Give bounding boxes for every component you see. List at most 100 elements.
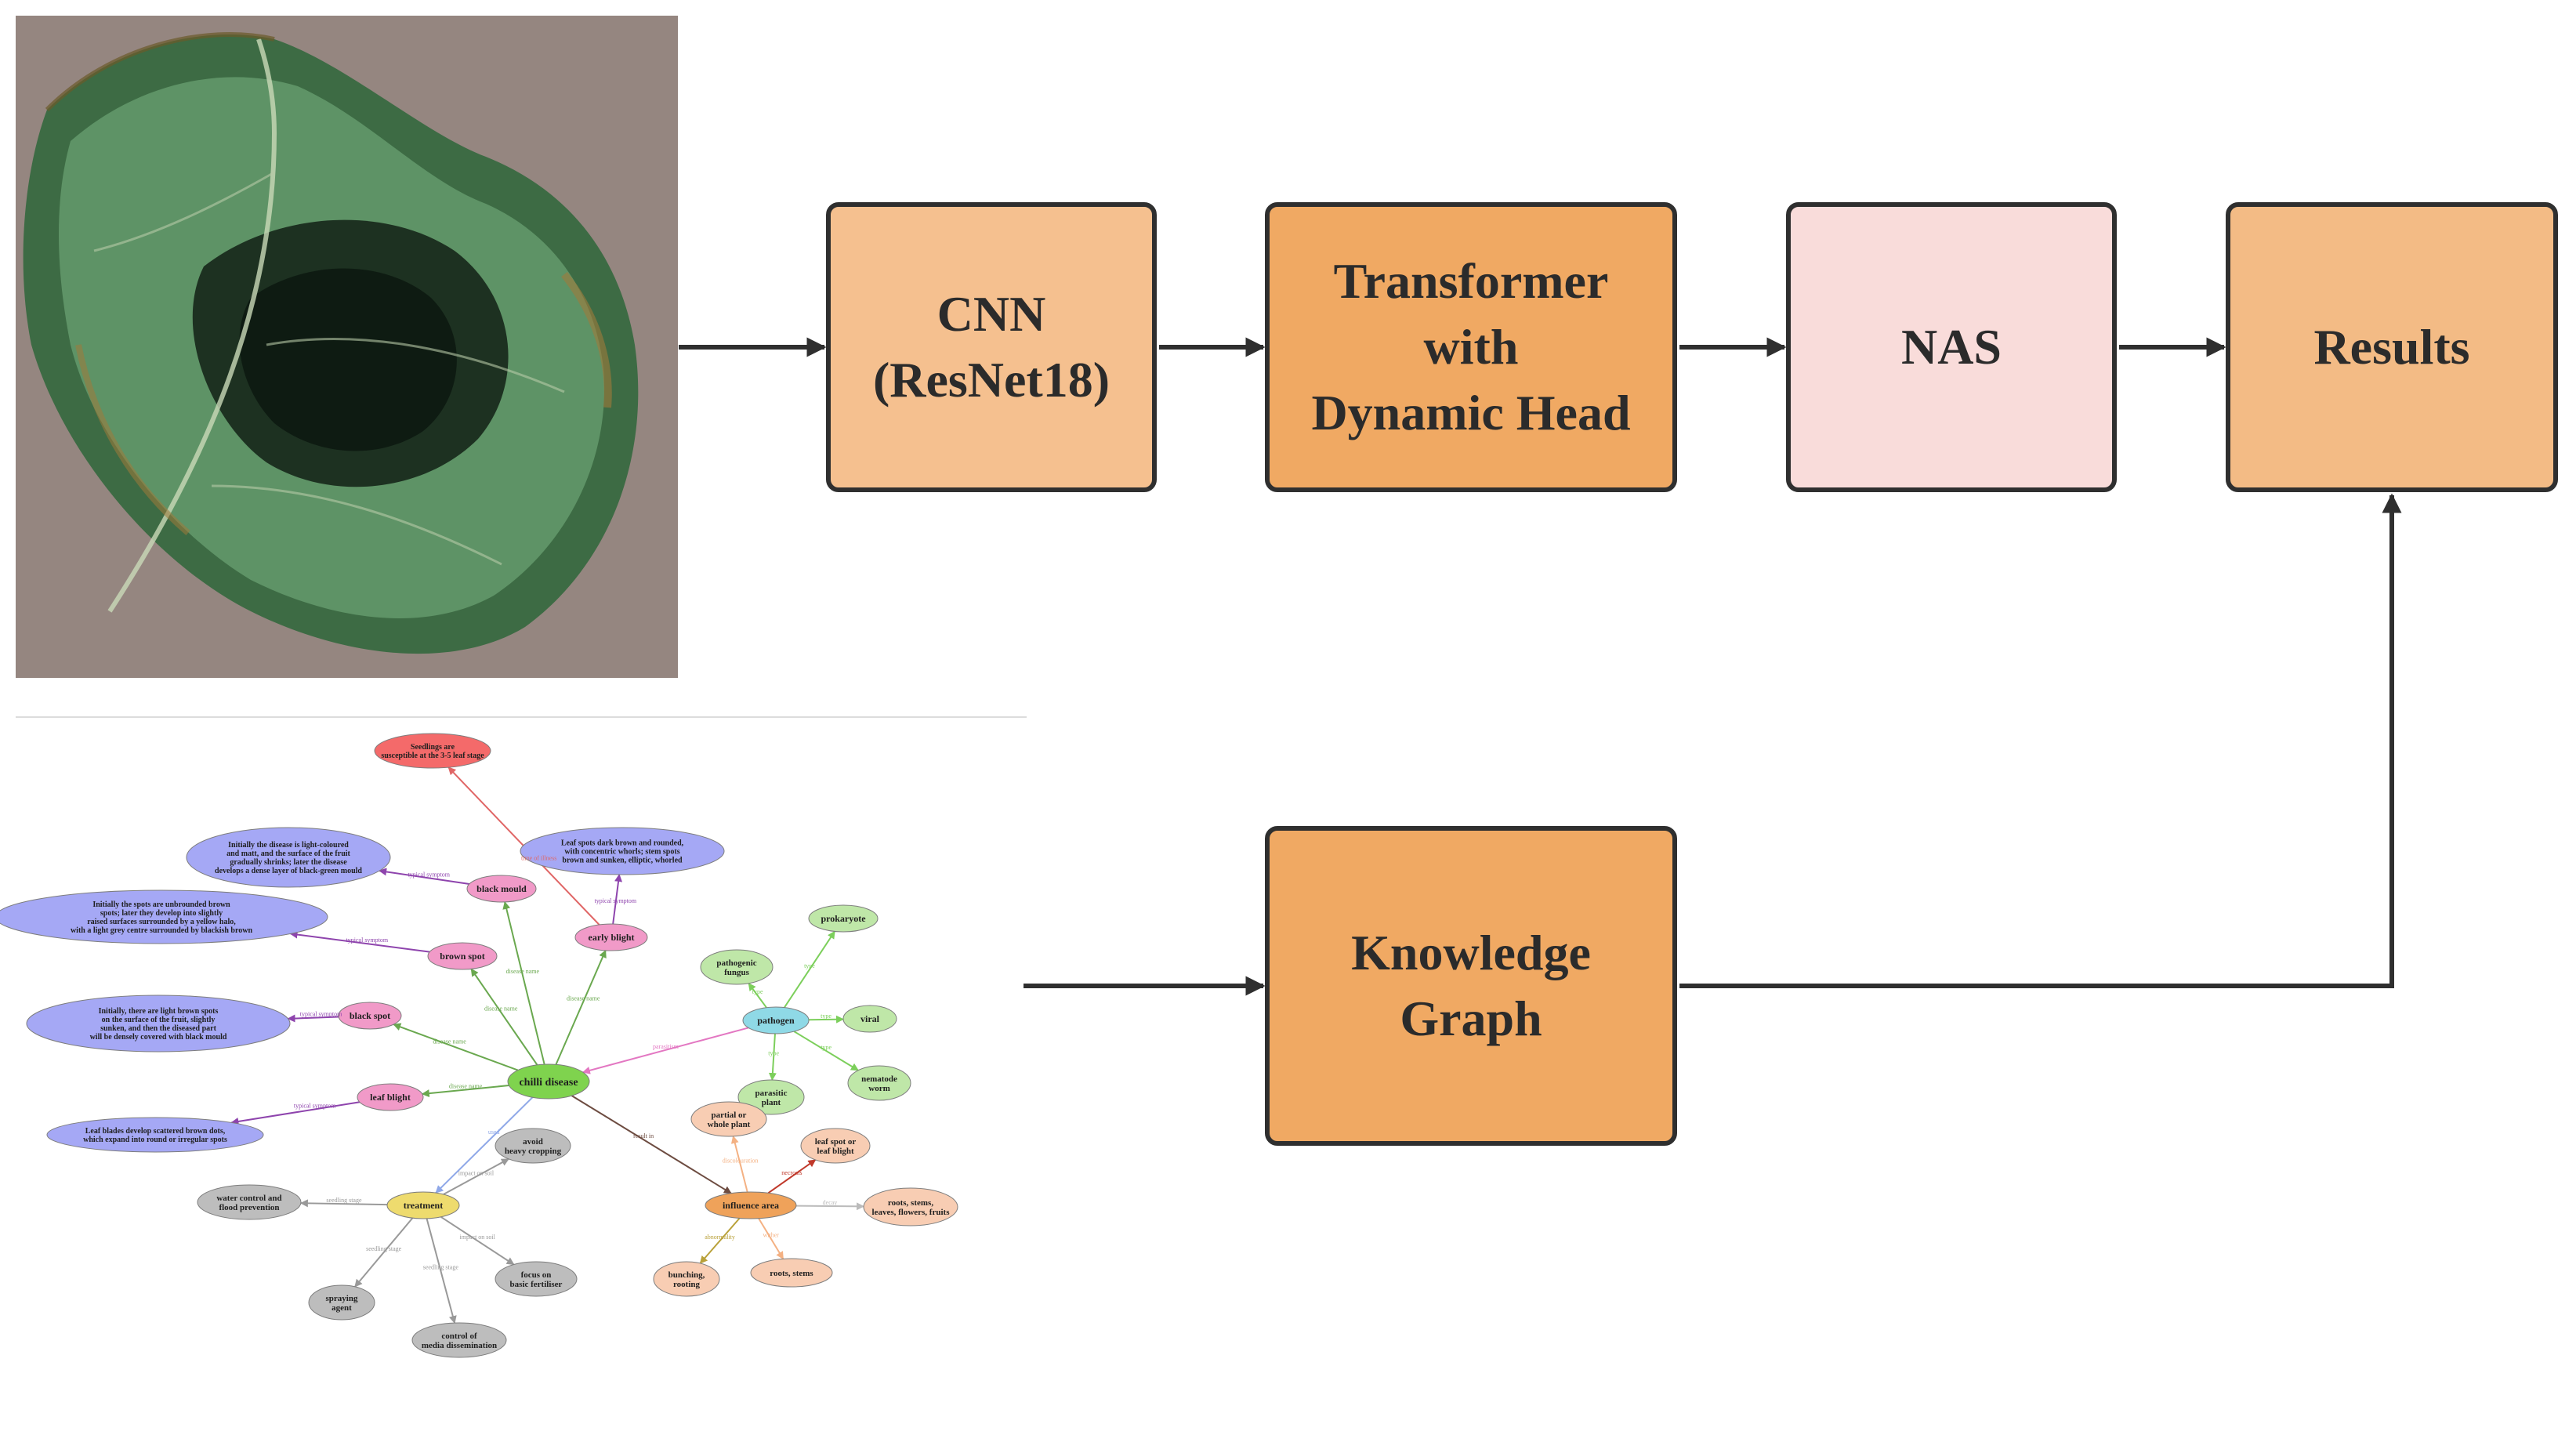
- kg-node-label: black spot: [350, 1010, 390, 1021]
- kg-edge-chilli-brown_spot: [470, 968, 538, 1066]
- kg-edge-label: result in: [633, 1132, 654, 1139]
- kg-node-label: leaf blight: [370, 1092, 411, 1103]
- kg-node-shape: [427, 942, 498, 970]
- kg-edge-chilli-treatment: [435, 1096, 534, 1194]
- kg-edge-influence-roots_stems_leaves: [795, 1202, 865, 1211]
- kg-edge-label: typical symptom: [595, 897, 637, 904]
- kg-edge-chilli-black_spot: [393, 1023, 519, 1071]
- kg-edge-label: typical symptom: [408, 871, 450, 878]
- kg-node-shape: [690, 1101, 767, 1137]
- kg-node-label: roots, stems: [770, 1269, 813, 1278]
- kg-edge-pathogen-pathogenic_fungus: [748, 982, 767, 1009]
- kg-edge-label: discolouration: [723, 1157, 759, 1164]
- kg-node-shape: [197, 1184, 302, 1220]
- kg-edge-label: abnormality: [705, 1234, 735, 1241]
- kg-node-label: brown spot: [440, 951, 484, 962]
- kg-edge-label: seedling stage: [423, 1264, 459, 1271]
- kg-edge-black_mould-black_mould_desc: [379, 868, 470, 885]
- kg-node-label: bunching,rooting: [668, 1270, 705, 1289]
- knowledge-graph-box: Knowledge Graph: [1265, 826, 1677, 1146]
- kg-edge-label: disease name: [484, 1005, 518, 1013]
- kg-node-label: treatment: [404, 1200, 443, 1211]
- kg-node-shape: [737, 1079, 805, 1115]
- kg-edge-early_blight-early_blight_desc: [612, 873, 623, 925]
- kg-edge-label: parasitism: [653, 1043, 679, 1050]
- kg-edge-chilli-leaf_blight: [421, 1085, 509, 1098]
- arrow-kg-to-results: [1679, 493, 2402, 988]
- transformer-label: Transformer with Dynamic Head: [1311, 253, 1631, 440]
- kg-node-shape: [495, 1128, 571, 1164]
- kg-edge-leaf_blight-leaf_blight_desc: [230, 1101, 360, 1125]
- results-label: Results: [2313, 319, 2470, 375]
- kg-node-treatment: treatment: [386, 1191, 460, 1219]
- kg-node-brown-spot-desc: Initially the spots are unbrounded brown…: [0, 889, 328, 944]
- kg-edge-label: type: [821, 1044, 831, 1051]
- kg-node-label: pathogen: [757, 1015, 795, 1026]
- kg-edge-label: type: [752, 988, 763, 995]
- kg-node-shape: [705, 1191, 797, 1219]
- kg-edge-brown_spot-brown_spot_desc: [289, 930, 430, 953]
- kg-edge-pathogen-prokaryote: [784, 930, 835, 1009]
- kg-edge-label: impact on soil: [460, 1234, 496, 1241]
- kg-edge-label: seedling stage: [366, 1245, 402, 1252]
- kg-node-influence: influence area: [705, 1191, 797, 1219]
- kg-node-shape: [653, 1261, 720, 1297]
- transformer-dynamic-head-box: Transformer with Dynamic Head: [1265, 202, 1677, 492]
- kg-node-shape: [800, 1128, 871, 1164]
- kg-node-leaf-blight-desc: Leaf blades develop scattered brown dots…: [46, 1117, 264, 1153]
- kg-node-viral: viral: [842, 1005, 897, 1033]
- kg-edge-treatment-avoid_cropping: [443, 1158, 509, 1195]
- kg-node-roots-stems: roots, stems: [750, 1258, 833, 1288]
- kg-node-bunching: bunching,rooting: [653, 1261, 720, 1297]
- kg-edge-label: decay: [823, 1199, 838, 1206]
- kg-node-label: roots, stems,leaves, flowers, fruits: [872, 1198, 951, 1217]
- kg-node-prokaryote: prokaryote: [808, 904, 879, 933]
- kg-node-roots-stems-leaves: roots, stems,leaves, flowers, fruits: [863, 1187, 958, 1226]
- kg-edge-label: disease name: [433, 1038, 466, 1045]
- kg-edge-treatment-spraying: [354, 1217, 414, 1288]
- kg-node-shape: [750, 1258, 833, 1288]
- kg-node-label: prokaryote: [821, 913, 866, 924]
- kg-node-shape: [495, 1261, 578, 1297]
- kg-node-shape: [386, 1191, 460, 1219]
- results-box: Results: [2226, 202, 2558, 492]
- kg-node-brown-spot: brown spot: [427, 942, 498, 970]
- kg-edge-label: type: [768, 1050, 779, 1057]
- kg-edge-label: wither: [763, 1232, 780, 1239]
- nas-box: NAS: [1786, 202, 2117, 492]
- kg-edge-influence-roots_stems: [758, 1218, 784, 1260]
- kg-node-label: influence area: [723, 1200, 779, 1211]
- kg-edge-treatment-water_control: [299, 1199, 388, 1208]
- kg-edge-label: used: [488, 1129, 500, 1136]
- kg-edge-label: typical symptom: [294, 1102, 336, 1109]
- kg-node-shape: [847, 1065, 911, 1101]
- kg-node-label: viral: [860, 1013, 880, 1024]
- kg-edge-chilli-black_mould: [502, 900, 545, 1065]
- kg-edge-influence-partial_plant: [730, 1135, 748, 1193]
- kg-node-shape: [0, 889, 328, 944]
- kg-node-shape: [26, 995, 291, 1053]
- kg-edge-label: disease name: [449, 1082, 483, 1089]
- kg-edge-label: impact on soil: [458, 1169, 495, 1176]
- kg-node-shape: [308, 1284, 375, 1321]
- cnn-label: CNN (ResNet18): [872, 286, 1110, 408]
- kg-node-shape: [700, 949, 774, 985]
- kg-edge-black_spot-black_spot_desc: [287, 1014, 339, 1023]
- kg-node-shape: [466, 875, 537, 903]
